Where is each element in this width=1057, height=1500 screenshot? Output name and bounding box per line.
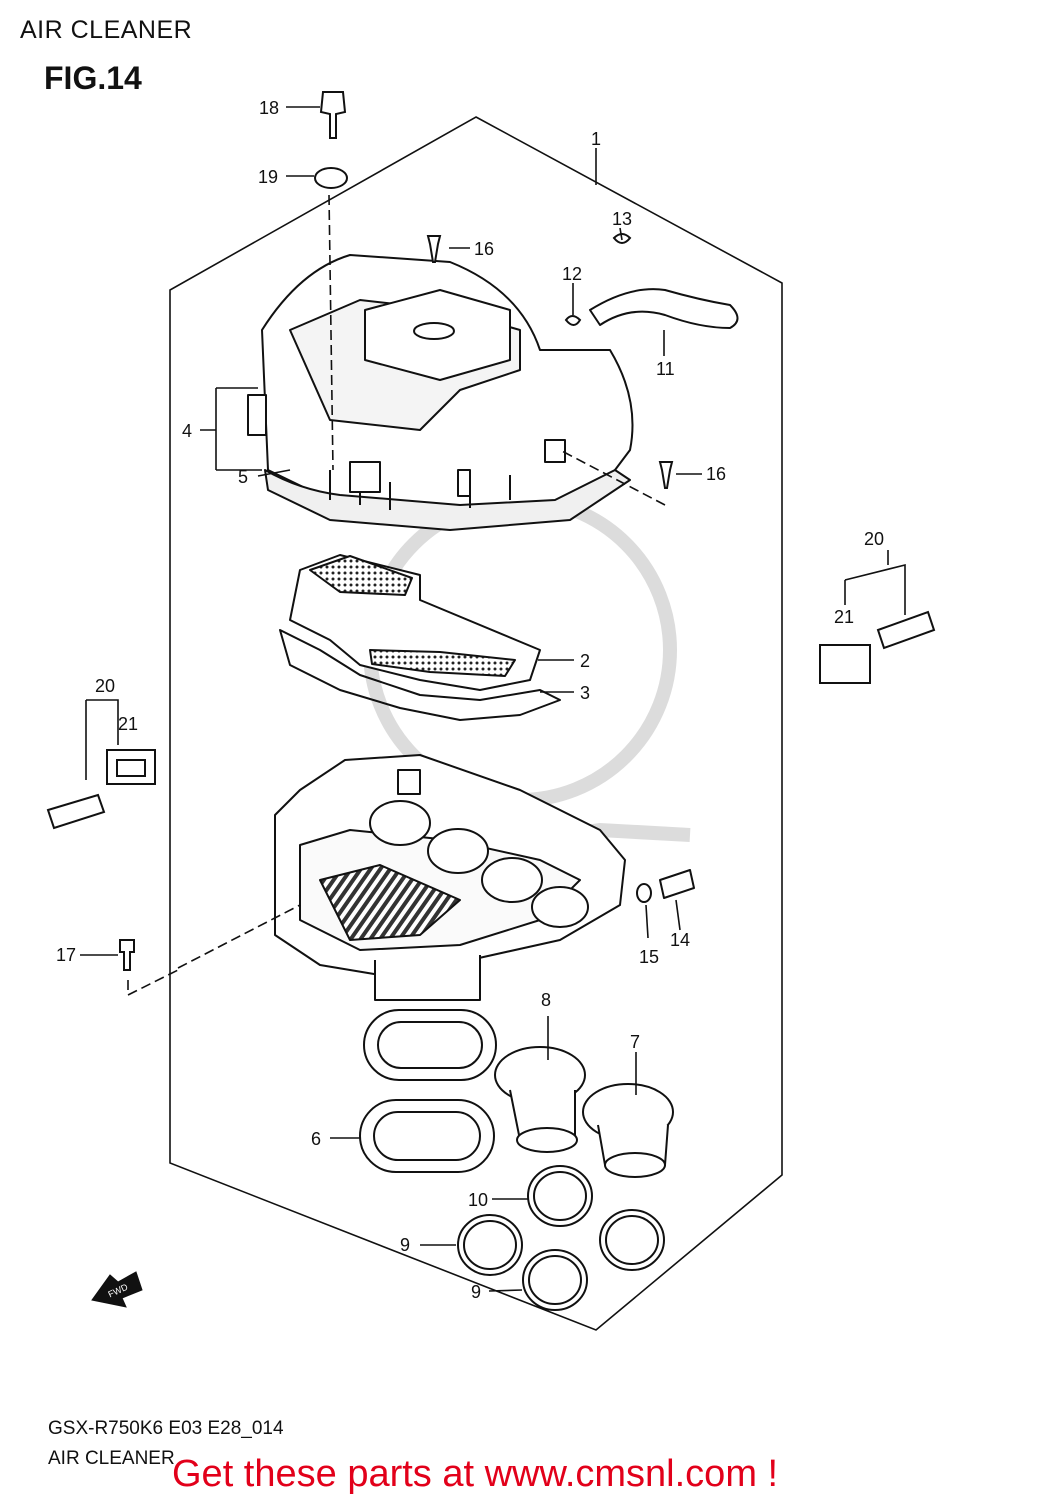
callout-20: 20 [864, 529, 884, 549]
callout-12: 12 [562, 264, 582, 284]
screw-side [658, 461, 674, 489]
callout-6: 6 [311, 1129, 321, 1149]
air-filter-element [289, 554, 541, 691]
callout-1: 1 [591, 129, 601, 149]
forward-arrow-icon: FWD [91, 1271, 143, 1308]
callout-13: 13 [612, 209, 632, 229]
breather-hose [589, 288, 739, 329]
footer-title: AIR CLEANER [48, 1448, 175, 1469]
promo-link[interactable]: Get these parts at www.cmsnl.com ! [172, 1453, 779, 1495]
callout-11: 11 [656, 359, 675, 379]
callout-19: 19 [258, 167, 278, 187]
callout-8: 8 [541, 990, 551, 1010]
callout-14: 14 [670, 930, 690, 950]
callout-18: 18 [259, 98, 279, 118]
page-title: AIR CLEANER [20, 16, 193, 44]
air-cleaner-case [274, 754, 626, 1001]
callout-9: 9 [400, 1235, 410, 1255]
sensor-right [819, 610, 936, 684]
callout-3: 3 [580, 683, 590, 703]
callout-21: 21 [118, 714, 138, 734]
intake-parts [359, 1009, 674, 1311]
fitting [659, 869, 695, 899]
callout-15: 15 [639, 947, 659, 967]
bolt [119, 939, 135, 971]
callout-16: 16 [474, 239, 494, 259]
callout-16: 16 [706, 464, 726, 484]
air-cleaner-cap [247, 254, 634, 531]
fastener [319, 91, 347, 139]
sensor-left [46, 749, 156, 830]
callout-20: 20 [95, 676, 115, 696]
diagram-code: GSX-R750K6 E03 E28_014 [48, 1418, 284, 1439]
callout-10: 10 [468, 1190, 488, 1210]
grommet [314, 167, 348, 189]
callout-9: 9 [471, 1282, 481, 1302]
callout-21: 21 [834, 607, 854, 627]
callout-17: 17 [56, 945, 76, 965]
callout-labels: 1 2 3 4 5 6 7 8 9 9 10 11 12 13 14 15 16… [56, 98, 884, 1302]
assembly-outline [169, 116, 783, 1331]
figure-label: FIG.14 [44, 60, 142, 96]
clip [636, 883, 652, 903]
clamp-small [564, 315, 582, 326]
callout-4: 4 [182, 421, 192, 441]
callout-7: 7 [630, 1032, 640, 1052]
cleaner-seal [279, 629, 561, 721]
callout-2: 2 [580, 651, 590, 671]
screw-top [426, 235, 442, 263]
callout-5: 5 [238, 467, 248, 487]
leader-lines [80, 106, 906, 1292]
